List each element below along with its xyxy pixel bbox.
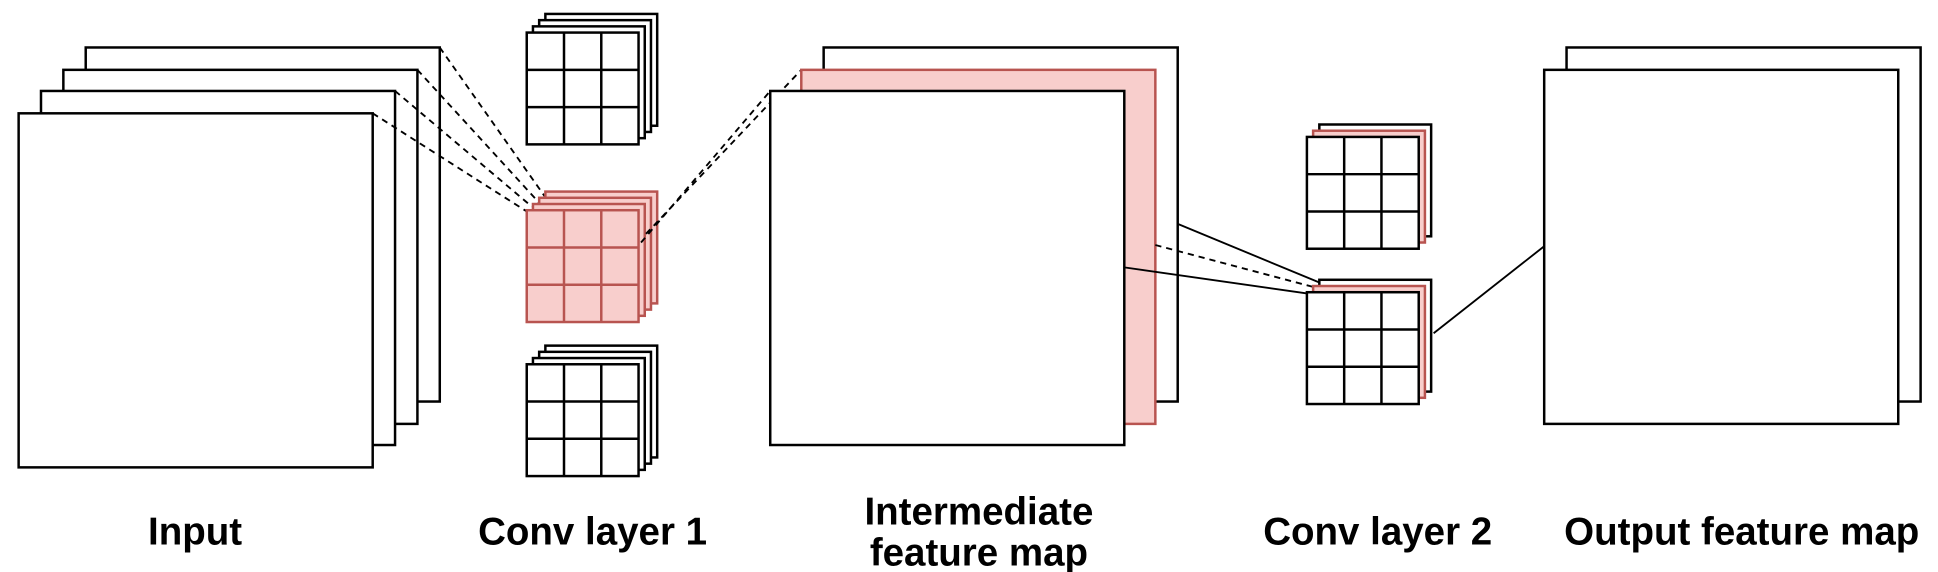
label-intermediate-line2: feature map xyxy=(870,532,1088,572)
output-channel xyxy=(1542,68,1900,426)
conv1-kernel-top xyxy=(525,12,659,146)
conv1-kernel-highlighted xyxy=(525,190,659,324)
label-conv2: Conv layer 2 xyxy=(1263,510,1492,553)
conv2-projection-line xyxy=(1433,245,1545,334)
label-input: Input xyxy=(148,510,242,553)
label-intermediate-line1: Intermediate xyxy=(864,491,1093,534)
intermediate-channel xyxy=(768,89,1126,447)
intermediate-feature-map xyxy=(768,46,1179,447)
conv2-kernel-active xyxy=(1305,278,1433,406)
label-conv1: Conv layer 1 xyxy=(478,510,707,553)
conv2-kernel-top xyxy=(1305,123,1433,250)
output-feature-map xyxy=(1542,46,1922,426)
conv1-projection-lines xyxy=(640,69,802,244)
label-output: Output feature map xyxy=(1564,510,1919,553)
input-projection-lines xyxy=(372,46,548,213)
input-channel xyxy=(17,112,374,469)
intermediate-projection-lines xyxy=(1124,223,1323,295)
conv1-kernel-bottom xyxy=(525,344,659,478)
input-stack xyxy=(17,46,442,469)
